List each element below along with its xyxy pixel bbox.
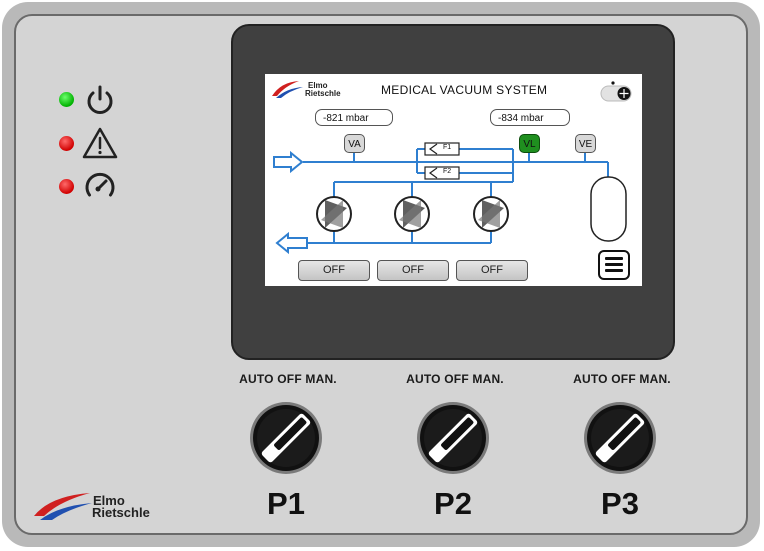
pump-1 <box>316 196 352 232</box>
pump-1-off-button[interactable]: OFF <box>298 260 370 281</box>
outlet-arrow-icon <box>275 231 308 255</box>
switch-p3-modes: AUTO OFF MAN. <box>573 372 671 386</box>
pump-3-off-button[interactable]: OFF <box>456 260 528 281</box>
brand-line2: Rietschle <box>92 505 150 520</box>
pump-3 <box>473 196 509 232</box>
filter-f2-label[interactable]: F2 <box>443 168 452 175</box>
pressure-right-display: -834 mbar <box>490 109 570 126</box>
power-icon <box>87 85 113 114</box>
switch-p3-name: P3 <box>601 486 639 521</box>
pressure-left-display: -821 mbar <box>315 109 393 126</box>
menu-icon[interactable] <box>598 250 630 280</box>
warning-led <box>59 136 74 151</box>
switch-p1-modes: AUTO OFF MAN. <box>239 372 337 386</box>
pump-2 <box>394 196 430 232</box>
touch-screen[interactable]: Elmo Rietschle MEDICAL VACUUM SYSTEM -82… <box>265 74 642 286</box>
process-diagram <box>272 81 632 255</box>
valve-vl[interactable]: VL <box>519 134 540 153</box>
switch-p1-name: P1 <box>267 486 305 521</box>
screen-title: MEDICAL VACUUM SYSTEM <box>381 83 548 97</box>
valve-va[interactable]: VA <box>344 134 365 153</box>
filter-f1-shape <box>424 142 460 156</box>
power-led <box>59 92 74 107</box>
pump-2-off-button[interactable]: OFF <box>377 260 449 281</box>
switch-p2-modes: AUTO OFF MAN. <box>406 372 504 386</box>
brand-line1: Elmo <box>93 493 125 508</box>
selector-switch-p3[interactable] <box>582 400 658 476</box>
selector-switch-p2[interactable] <box>415 400 491 476</box>
screen-logo-line2: Rietschle <box>305 89 341 98</box>
filter-f2-shape <box>424 166 460 180</box>
switch-p2-name: P2 <box>434 486 472 521</box>
vacuum-receiver <box>590 176 627 242</box>
screen-logo-icon <box>272 81 303 98</box>
selector-switch-p1[interactable] <box>248 400 324 476</box>
inlet-arrow-icon <box>273 150 304 174</box>
filter-f1-label[interactable]: F1 <box>443 144 452 151</box>
gauge-led <box>59 179 74 194</box>
valve-ve[interactable]: VE <box>575 134 596 153</box>
brand-logo-icon <box>34 493 92 520</box>
screen-logo-line1: Elmo <box>308 81 328 90</box>
gauge-icon <box>85 172 115 197</box>
warning-icon <box>82 127 118 159</box>
toggle-icon[interactable] <box>600 81 632 102</box>
